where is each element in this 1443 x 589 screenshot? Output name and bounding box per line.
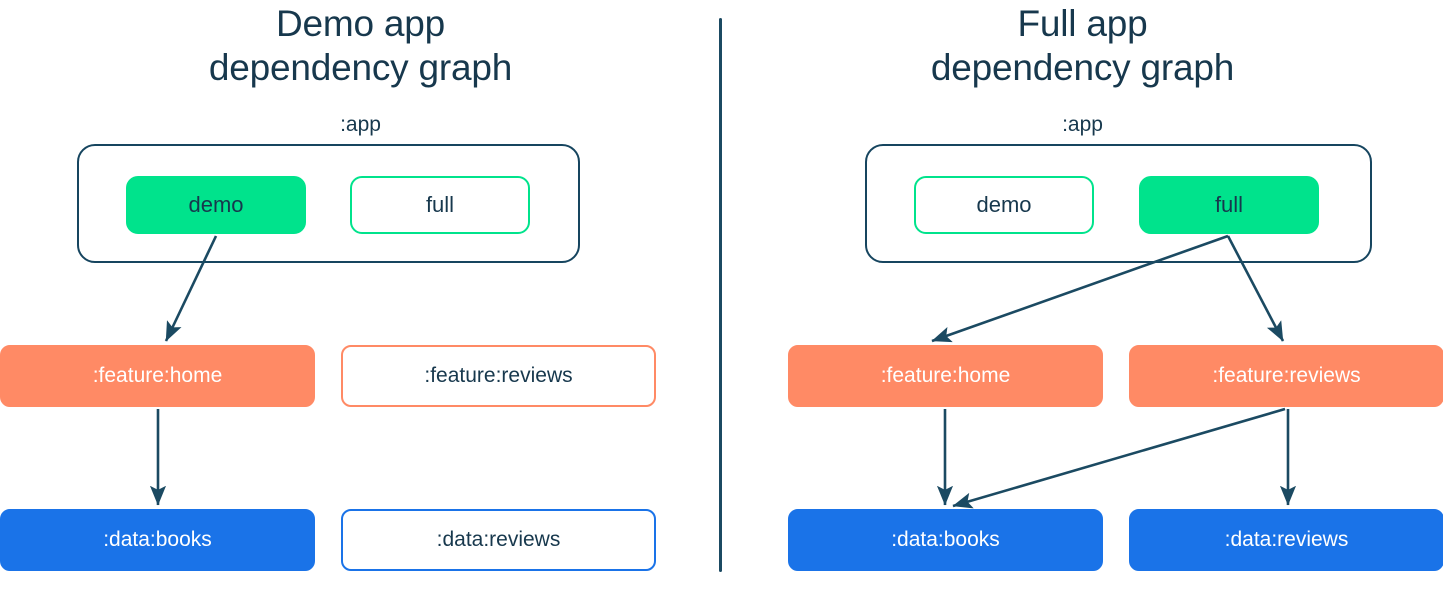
node-data-reviews[interactable]: :data:reviews <box>341 509 656 571</box>
node-data-reviews[interactable]: :data:reviews <box>1129 509 1443 571</box>
node-demo-module[interactable]: demo <box>914 176 1094 234</box>
panel-demo-title: Demo app dependency graph <box>208 3 513 88</box>
node-feature-reviews[interactable]: :feature:reviews <box>341 345 656 407</box>
group-label-app-full: :app <box>1062 113 1103 136</box>
node-feature-home[interactable]: :feature:home <box>0 345 315 407</box>
panel-full-app: Full app dependency graph :app demo full… <box>722 0 1443 589</box>
node-full-module[interactable]: full <box>350 176 530 234</box>
node-demo-module[interactable]: demo <box>126 176 306 234</box>
node-feature-reviews[interactable]: :feature:reviews <box>1129 345 1443 407</box>
panel-demo-app: Demo app dependency graph :app demo full… <box>0 0 721 589</box>
panel-divider <box>719 18 722 572</box>
node-data-books[interactable]: :data:books <box>0 509 315 571</box>
node-data-books[interactable]: :data:books <box>788 509 1103 571</box>
node-feature-home[interactable]: :feature:home <box>788 345 1103 407</box>
group-box-app-demo <box>77 144 580 263</box>
panel-full-title: Full app dependency graph <box>930 3 1235 88</box>
group-label-app-demo: :app <box>340 113 381 136</box>
node-full-module[interactable]: full <box>1139 176 1319 234</box>
